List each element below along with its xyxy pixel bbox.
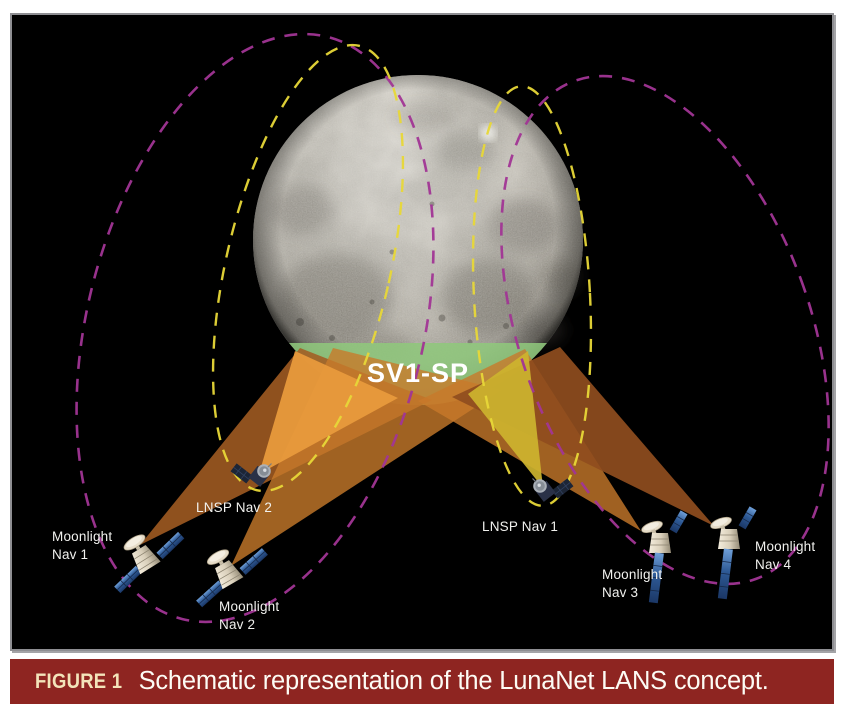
coverage-beams	[140, 347, 714, 566]
satellite-label-lnsp-nav-1: LNSP Nav 1	[482, 519, 559, 534]
satellite-label-moonlight-nav-2: Moonlight Nav 2	[219, 599, 280, 632]
sv1-sp-label: SV1-SP	[366, 358, 470, 388]
lnsp-orbit-west	[211, 43, 405, 493]
satellite-label-moonlight-nav-4: Moonlight Nav 4	[755, 539, 816, 572]
orbits	[75, 32, 830, 624]
lnsp-orbit-east	[471, 85, 593, 507]
satellite-label-moonlight-nav-3: Moonlight Nav 3	[602, 567, 663, 600]
diagram-frame: SV1-SP Moonlight Nav 1 LNSP Nav 2 Moonli…	[10, 13, 834, 651]
diagram-canvas	[75, 32, 830, 624]
figure-number: FIGURE 1	[35, 669, 123, 693]
satellite-moonlight-nav-4	[708, 505, 758, 600]
figure-caption-bar: FIGURE 1 Schematic representation of the…	[10, 659, 834, 704]
beam-lnsp-nav-1	[468, 351, 543, 488]
figure-caption: Schematic representation of the LunaNet …	[138, 667, 769, 695]
moonlight-orbit-east	[500, 74, 830, 586]
moonlight-orbit-west	[75, 32, 435, 624]
beam-lnsp-nav-2	[259, 351, 398, 474]
satellite-label-lnsp-nav-2: LNSP Nav 2	[196, 500, 273, 515]
satellite-label-moonlight-nav-1: Moonlight Nav 1	[52, 529, 113, 562]
